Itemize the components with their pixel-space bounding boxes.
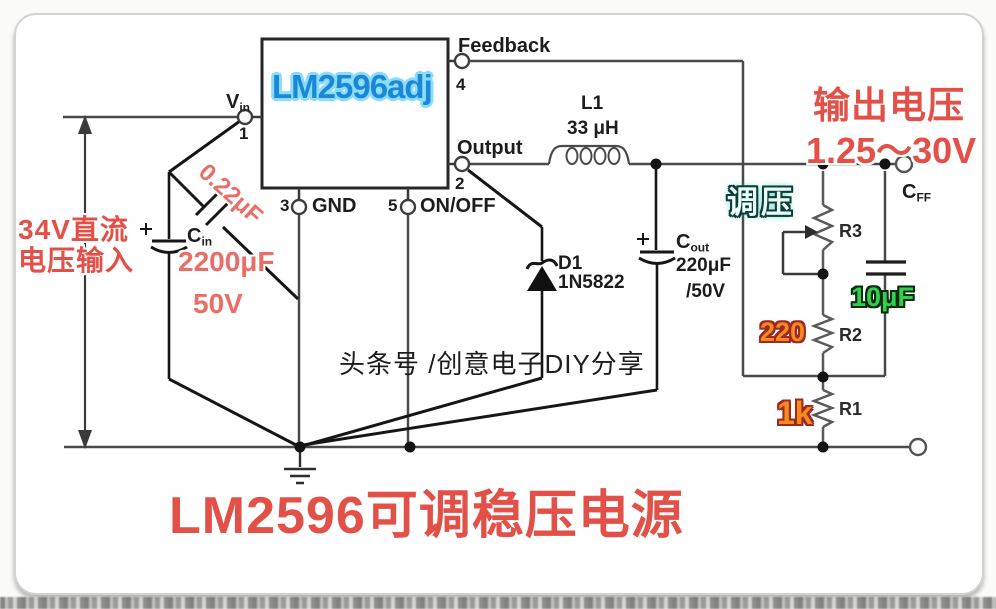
feedback-wire <box>469 59 885 378</box>
watermark-text: 头条号 /创意电子DIY分享 <box>339 349 645 379</box>
junction-dot-r3-top <box>817 158 829 170</box>
ground-terminal <box>908 437 928 457</box>
input-voltage-note-line1: 34V直流 <box>18 214 129 245</box>
cout-plate-neg <box>638 256 676 265</box>
d1-diode-triangle <box>527 266 557 291</box>
r2-ref-label: R2 <box>839 325 863 345</box>
feedback-pin-label: Feedback <box>458 35 551 57</box>
r1-value-label: 1k <box>777 395 813 431</box>
cin-value-label: 2200μF <box>178 246 275 277</box>
vin-pin-circle <box>236 108 254 126</box>
onoff-pin-label: ON/OFF <box>420 195 496 217</box>
inductor-loop <box>565 147 579 165</box>
cin-to-ground-wire <box>168 377 299 448</box>
junction-dot-onoff-ground <box>404 441 416 453</box>
cin-voltage-label: 50V <box>193 288 243 319</box>
gnd-pin-label: GND <box>312 195 357 217</box>
vin-pin-label: Vin <box>226 91 251 115</box>
cout-plus-polarity <box>637 233 649 245</box>
adjust-note-label: 调压 <box>727 185 795 220</box>
vin-to-cin-wire <box>168 119 241 174</box>
cout-wire <box>654 164 659 390</box>
junction-dot-r1-ground <box>817 441 829 453</box>
inductor-loop <box>607 147 621 165</box>
cin-plus-polarity <box>140 223 152 235</box>
input-arrow-down-head <box>78 430 92 449</box>
ic-part-label: LM2596adj <box>272 68 433 105</box>
gnd-pin-number: 3 <box>280 196 290 215</box>
output-pin-number: 2 <box>455 174 465 193</box>
output-pin-circle <box>453 155 471 173</box>
bypass-capacitor-plates <box>194 189 232 227</box>
output-voltage-note-line2: 1.25～30V <box>806 130 977 171</box>
r3-ref-label: R3 <box>839 221 863 241</box>
bypass-cap-lead-bottom <box>221 225 300 301</box>
inductor-loop <box>593 147 607 165</box>
cout-ref-label: Cout <box>676 231 710 255</box>
cin-plate-neg <box>150 245 188 254</box>
feedback-pin-number: 4 <box>456 75 466 94</box>
resistor-r2-symbol <box>810 313 836 355</box>
ic-body-lm2596 <box>260 37 450 190</box>
bottom-noise-strip <box>0 597 996 609</box>
cin-ref-label: Cin <box>187 225 213 249</box>
junction-dot-feedback-node <box>817 371 829 383</box>
onoff-pin-number: 5 <box>388 196 398 215</box>
onoff-pin-circle <box>399 198 417 216</box>
cout-to-ground-wire <box>302 388 658 447</box>
cff-value-label: 10μF <box>851 282 915 312</box>
output-terminal <box>894 154 914 174</box>
pot-wiper-wire <box>781 230 823 276</box>
feedback-pin-circle <box>453 52 471 70</box>
input-voltage-note-line2: 电压输入 <box>18 245 135 276</box>
ground-symbol <box>284 447 316 485</box>
inductor-body <box>547 144 631 165</box>
input-arrow-up-head <box>78 115 92 134</box>
r2-value-label: 220 <box>760 317 806 347</box>
pot-wiper-arrowhead <box>805 225 818 239</box>
cout-value-label: 220μF <box>676 255 731 276</box>
cff-ref-label: CFF <box>902 181 932 205</box>
cff-capacitor-plates <box>866 260 906 276</box>
l1-value-label: 33 μH <box>567 118 619 139</box>
junction-dot-cff-top <box>879 158 891 170</box>
output-to-d1-wire <box>467 168 543 229</box>
d1-value-label: 1N5822 <box>558 272 625 293</box>
d1-ref-label: D1 <box>558 253 583 274</box>
junction-dot-cout-top <box>650 158 662 170</box>
gnd-pin-circle <box>290 198 308 216</box>
vin-pin-number: 1 <box>239 124 249 143</box>
junction-dot-wiper <box>817 268 829 280</box>
d1-to-ground-wire <box>301 376 543 448</box>
diagram-title: LM2596可调稳压电源 <box>169 487 684 545</box>
d1-schottky-cathode-bar <box>525 258 559 270</box>
junction-dot-main-ground <box>294 441 306 453</box>
bypass-cap-lead-top <box>167 170 206 209</box>
resistor-r3-symbol <box>810 203 836 251</box>
l1-ref-label: L1 <box>581 93 604 114</box>
r1-ref-label: R1 <box>839 399 863 419</box>
cout-voltage-label: /50V <box>686 281 726 302</box>
output-voltage-note-line1: 输出电压 <box>813 85 965 126</box>
resistor-r1-symbol <box>810 388 836 429</box>
inductor-loop <box>579 147 593 165</box>
output-pin-label: Output <box>457 137 523 159</box>
